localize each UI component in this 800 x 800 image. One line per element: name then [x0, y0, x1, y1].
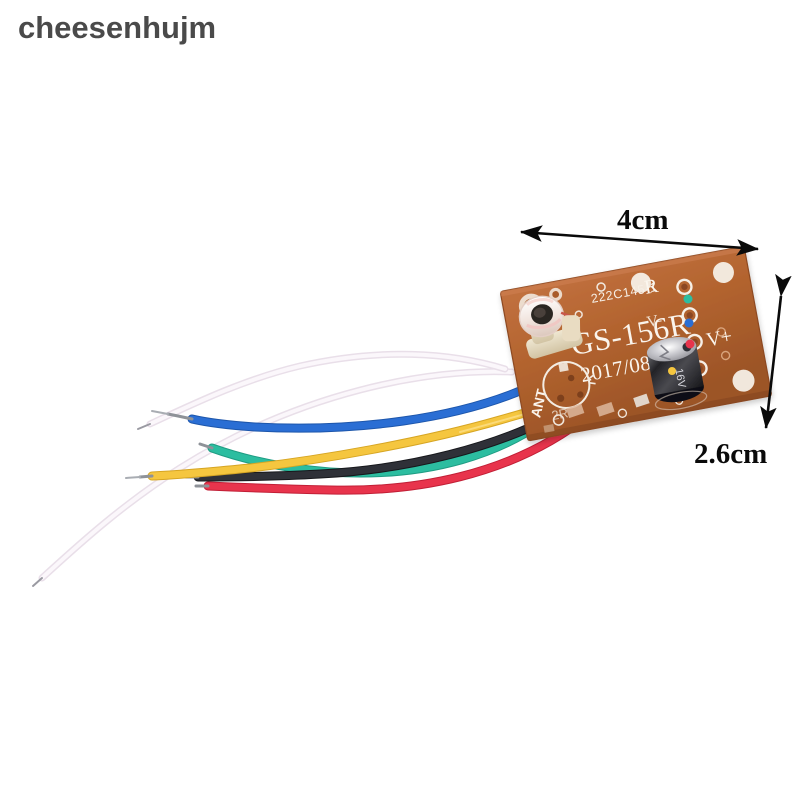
antenna-wire-upper	[137, 350, 509, 430]
antenna-wire	[32, 368, 516, 587]
terminal-label-vplus: V+	[705, 325, 734, 351]
dimension-arrow-height	[760, 273, 792, 430]
coil-inductor	[518, 295, 583, 359]
watermark-text: cheesenhujm	[18, 10, 217, 45]
pcb-antenna-label: ANT	[527, 387, 549, 419]
terminal-label-vminus: V-	[645, 312, 663, 332]
terminal-label-r: R	[643, 275, 661, 299]
wire-solder-joints	[668, 294, 695, 375]
electrolytic-capacitor: 16V	[646, 337, 708, 411]
capacitor-marking: 16V	[672, 367, 687, 389]
pcb-board: 222C145-1 GS-156R 2017/08 2R ANT	[500, 246, 772, 442]
width-dimension-label: 4cm	[617, 204, 669, 236]
height-dimension-label: 2.6cm	[694, 438, 768, 470]
pcb-extra-text: 2R	[550, 405, 569, 423]
dimension-arrow-width	[519, 225, 760, 256]
